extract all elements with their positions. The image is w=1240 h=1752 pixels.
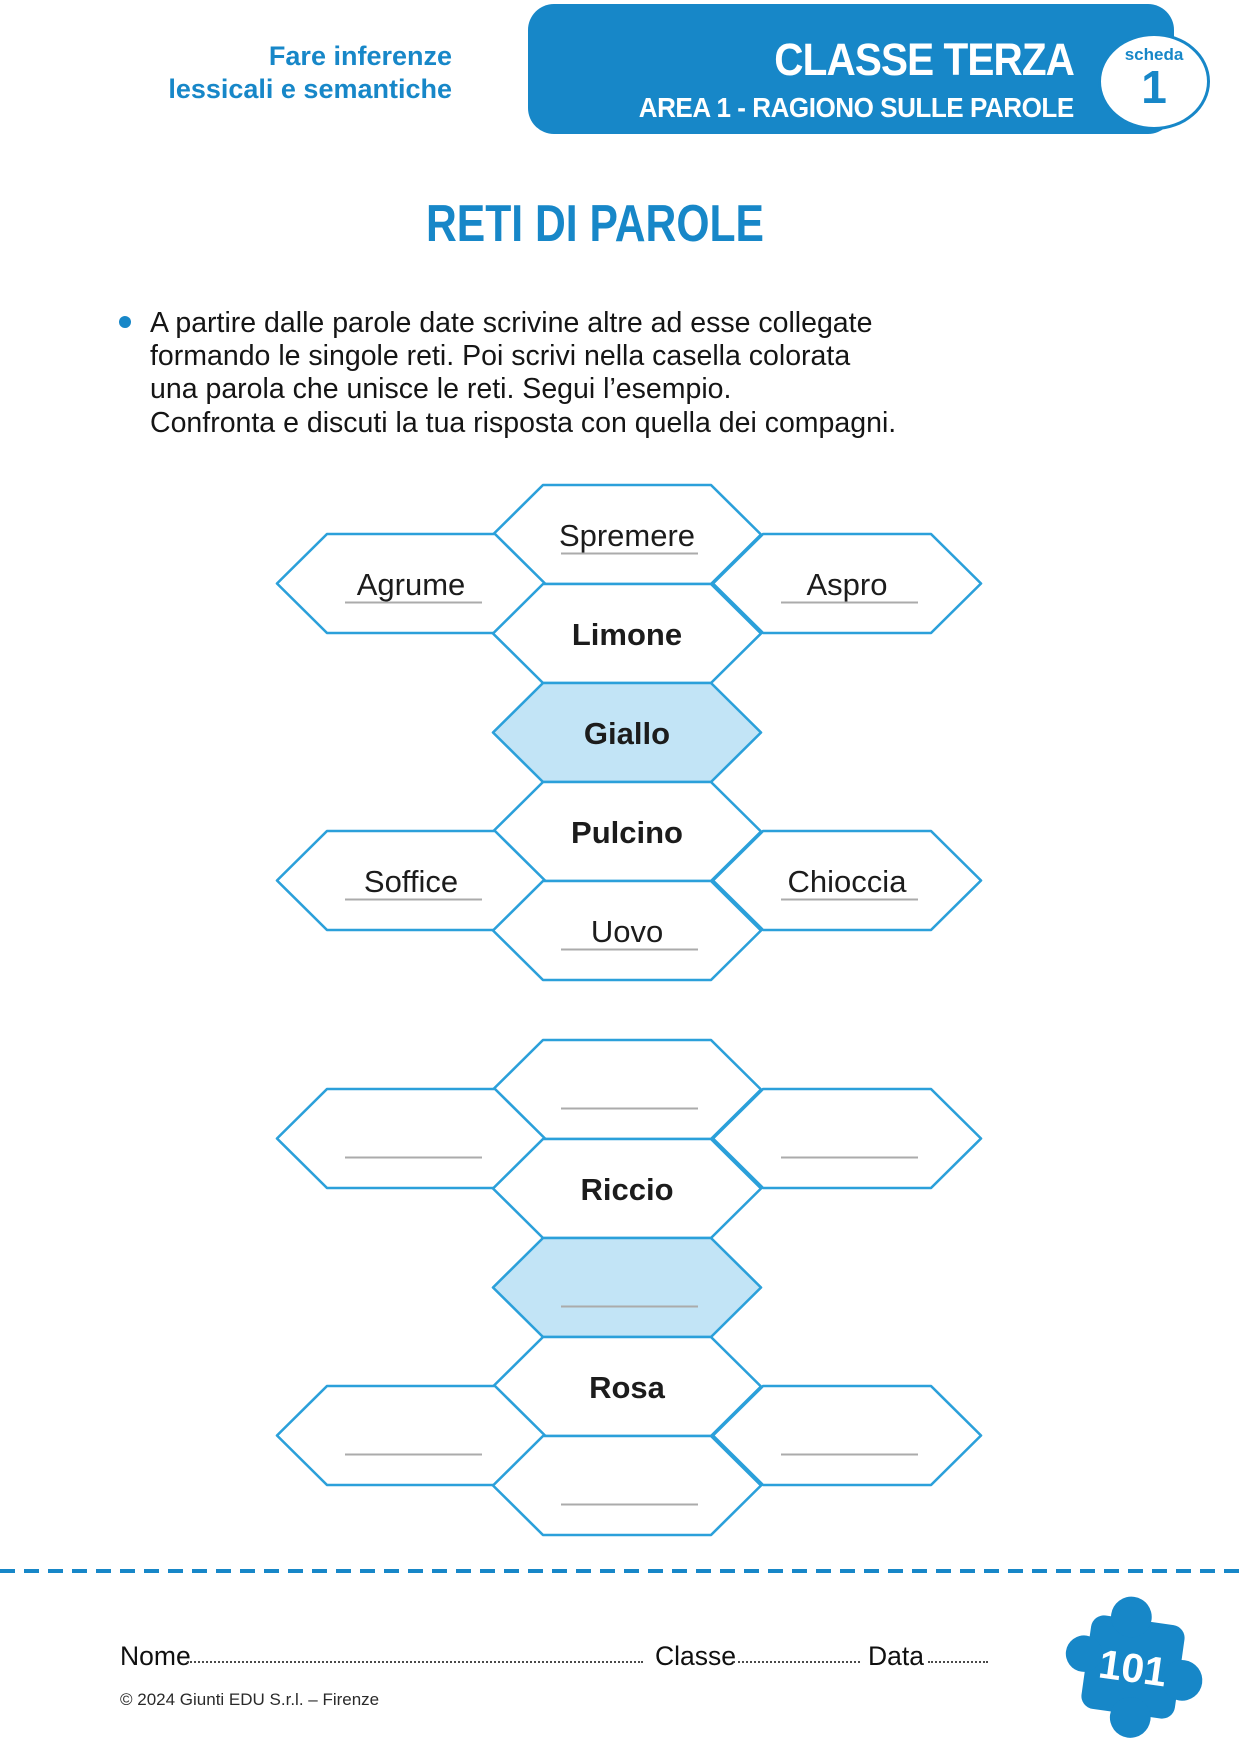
topic-line-2: lessicali e semantiche: [168, 74, 452, 104]
puzzle-page-badge: 101: [1065, 1596, 1203, 1738]
instructions-line: formando le singole reti. Poi scrivi nel…: [150, 340, 851, 373]
hex-label: Riccio: [580, 1172, 673, 1207]
instructions: A partire dalle parole date scrivine alt…: [150, 307, 896, 440]
hex-cell-blank[interactable]: [711, 1384, 983, 1487]
class-banner: CLASSE TERZA AREA 1 - RAGIONO SULLE PARO…: [528, 4, 1174, 134]
hex-label: Uovo: [591, 914, 663, 949]
scheda-badge-text: scheda: [1124, 45, 1184, 64]
hex-label: Aspro: [807, 567, 888, 602]
topic-line-1: Fare inferenze: [268, 41, 452, 71]
hex-cell-blank[interactable]: [275, 1087, 547, 1190]
hex-label: Giallo: [584, 716, 670, 751]
hex-label: Soffice: [364, 864, 458, 899]
class-label: CLASSE TERZA: [774, 34, 1075, 85]
hex-cell-blank[interactable]: [491, 1434, 763, 1537]
instructions-line: A partire dalle parole date scrivine alt…: [150, 307, 873, 339]
class-field-label: Classe: [655, 1641, 737, 1671]
hex-cell-blank[interactable]: [275, 1384, 547, 1487]
hex-cell-blank[interactable]: [711, 1087, 983, 1190]
scheda-badge-number: 1: [1141, 61, 1167, 113]
name-field-label: Nome: [120, 1641, 191, 1671]
hex-cell-uovo[interactable]: [491, 879, 763, 982]
page-title: RETI DI PAROLE: [426, 195, 764, 253]
hex-cell-aspro[interactable]: [711, 532, 983, 635]
scheda-badge: scheda 1: [1098, 33, 1210, 130]
name-field-line[interactable]: [187, 1643, 643, 1663]
hex-cell-blank[interactable]: [491, 1038, 763, 1141]
hex-label: Pulcino: [571, 815, 683, 850]
copyright: © 2024 Giunti EDU S.r.l. – Firenze: [120, 1690, 380, 1709]
date-field-line[interactable]: [928, 1643, 988, 1663]
bullet-icon: [119, 316, 131, 328]
hex-label: Chioccia: [788, 864, 908, 899]
area-label: AREA 1 - RAGIONO SULLE PAROLE: [638, 92, 1074, 123]
hex-label: Agrume: [357, 567, 466, 602]
dashed-separator: [0, 1569, 1240, 1573]
hex-label: Rosa: [589, 1370, 666, 1405]
puzzle-icon: [1065, 1596, 1203, 1738]
instructions-line: una parola che unisce le reti. Segui l’e…: [150, 373, 732, 406]
hex-cell-chioccia[interactable]: [711, 829, 983, 932]
page-number: 101: [1096, 1640, 1170, 1695]
hex-label: Spremere: [559, 518, 695, 553]
instructions-line: Confronta e discuti la tua risposta con …: [150, 406, 897, 439]
class-field-line[interactable]: [733, 1643, 860, 1663]
date-field-label: Data: [868, 1641, 924, 1671]
topic-label: Fare inferenze lessicali e semantiche: [100, 40, 452, 106]
hex-cell-blank[interactable]: [491, 1236, 763, 1339]
hex-label: Limone: [572, 617, 682, 652]
